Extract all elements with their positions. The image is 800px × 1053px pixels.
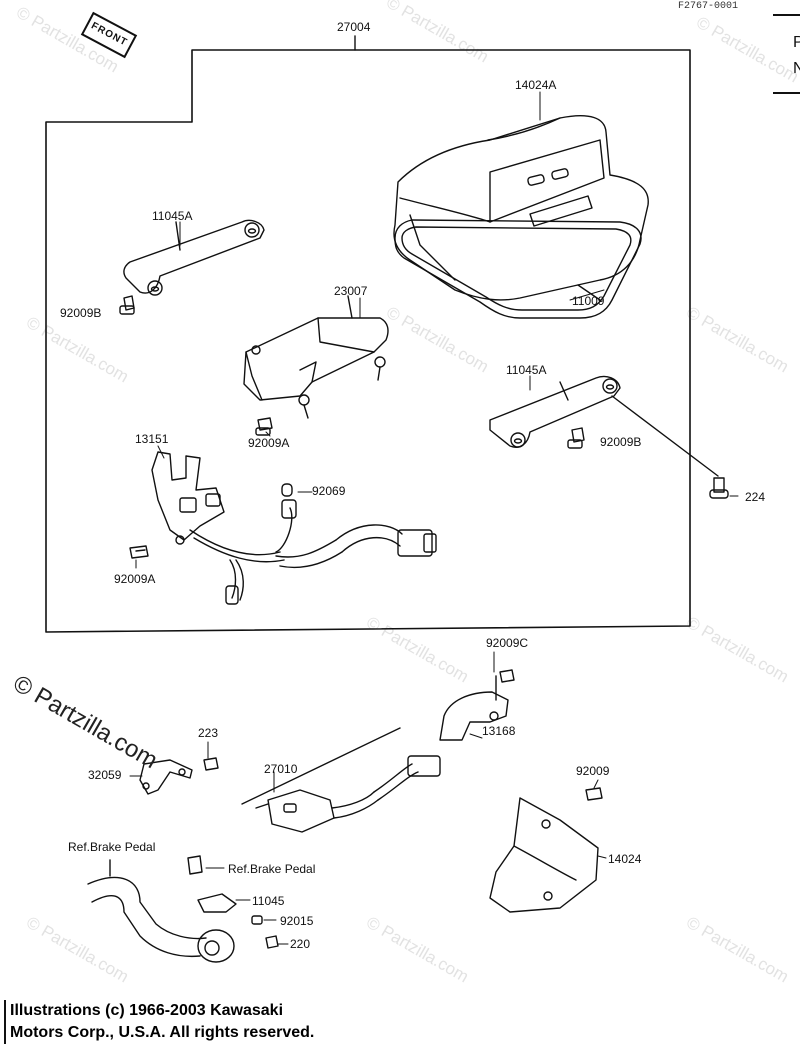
part-label-23007[interactable]: 23007	[334, 284, 368, 298]
part-label-32059[interactable]: 32059	[88, 768, 122, 782]
screw-92009	[585, 787, 603, 801]
part-label-11045A-right[interactable]: 11045A	[506, 363, 547, 377]
legend-line-2: N	[793, 60, 800, 77]
copyright-line-1: Illustrations (c) 1966-2003 Kawasaki	[10, 1002, 284, 1019]
part-label-11009[interactable]: 11009	[572, 294, 605, 308]
part-label-92009A-mid[interactable]: 92009A	[248, 436, 290, 450]
screw-92009B-right	[567, 427, 585, 449]
part-label-11045A-left[interactable]: 11045A	[152, 209, 193, 223]
part-label-11045[interactable]: 11045	[252, 894, 285, 908]
bulb-92069	[281, 483, 293, 497]
part-label-224[interactable]: 224	[745, 490, 766, 504]
screw-92009C	[499, 669, 515, 683]
copyright-line-2: Motors Corp., U.S.A. All rights reserved…	[10, 1024, 315, 1041]
part-label-92009B-right[interactable]: 92009B	[600, 435, 642, 449]
kit-outline-box	[45, 35, 691, 633]
part-label-ref-brake-pedal-1[interactable]: Ref.Brake Pedal	[68, 840, 156, 854]
leader-lines	[129, 91, 739, 945]
bracket-right-part	[489, 375, 621, 448]
screw-92009B-left	[119, 295, 135, 315]
part-label-92069[interactable]: 92069	[312, 484, 346, 498]
figure-code: F2767-0001	[677, 1, 738, 12]
part-label-14024[interactable]: 14024	[608, 852, 642, 866]
legend-box: P N	[773, 14, 800, 94]
part-label-92015[interactable]: 92015	[280, 914, 314, 928]
part-label-220[interactable]: 220	[290, 937, 311, 951]
screw-223	[203, 757, 219, 771]
meter-bracket-part	[243, 295, 389, 419]
part-label-92009B-left[interactable]: 92009B	[60, 306, 102, 320]
brake-pedal-ref	[87, 859, 235, 963]
screw-92009A-low	[129, 545, 149, 559]
nut-92015	[251, 915, 263, 925]
part-label-27010[interactable]: 27010	[264, 762, 298, 776]
bracket-32059	[139, 759, 193, 795]
part-label-14024A[interactable]: 14024A	[515, 78, 557, 92]
gasket-part	[394, 219, 642, 319]
bracket-13168	[439, 675, 509, 741]
part-label-92009C[interactable]: 92009C	[486, 636, 529, 650]
part-label-92009A-low[interactable]: 92009A	[114, 572, 156, 586]
legend-line-1: P	[793, 34, 800, 51]
part-label-27004[interactable]: 27004	[337, 20, 371, 34]
part-label-223[interactable]: 223	[198, 726, 219, 740]
bolt-224	[611, 395, 729, 499]
part-label-13168[interactable]: 13168	[482, 724, 516, 738]
copyright-footer: Illustrations (c) 1966-2003 Kawasaki Mot…	[4, 1000, 314, 1044]
screw-220	[265, 935, 279, 949]
cowl-cover-part	[393, 114, 649, 301]
bracket-left-part	[123, 219, 265, 296]
bulb-socket-harness-part	[151, 451, 437, 605]
part-label-13151[interactable]: 13151	[135, 432, 169, 446]
ref-bolt	[187, 855, 203, 875]
part-label-92009[interactable]: 92009	[576, 764, 610, 778]
lower-cover-14024	[489, 797, 599, 913]
part-label-ref-brake-pedal-2[interactable]: Ref.Brake Pedal	[228, 862, 316, 876]
screw-92009A-mid	[255, 417, 273, 436]
bracket-11045-small	[197, 893, 237, 913]
switch-27010-part	[241, 727, 441, 833]
